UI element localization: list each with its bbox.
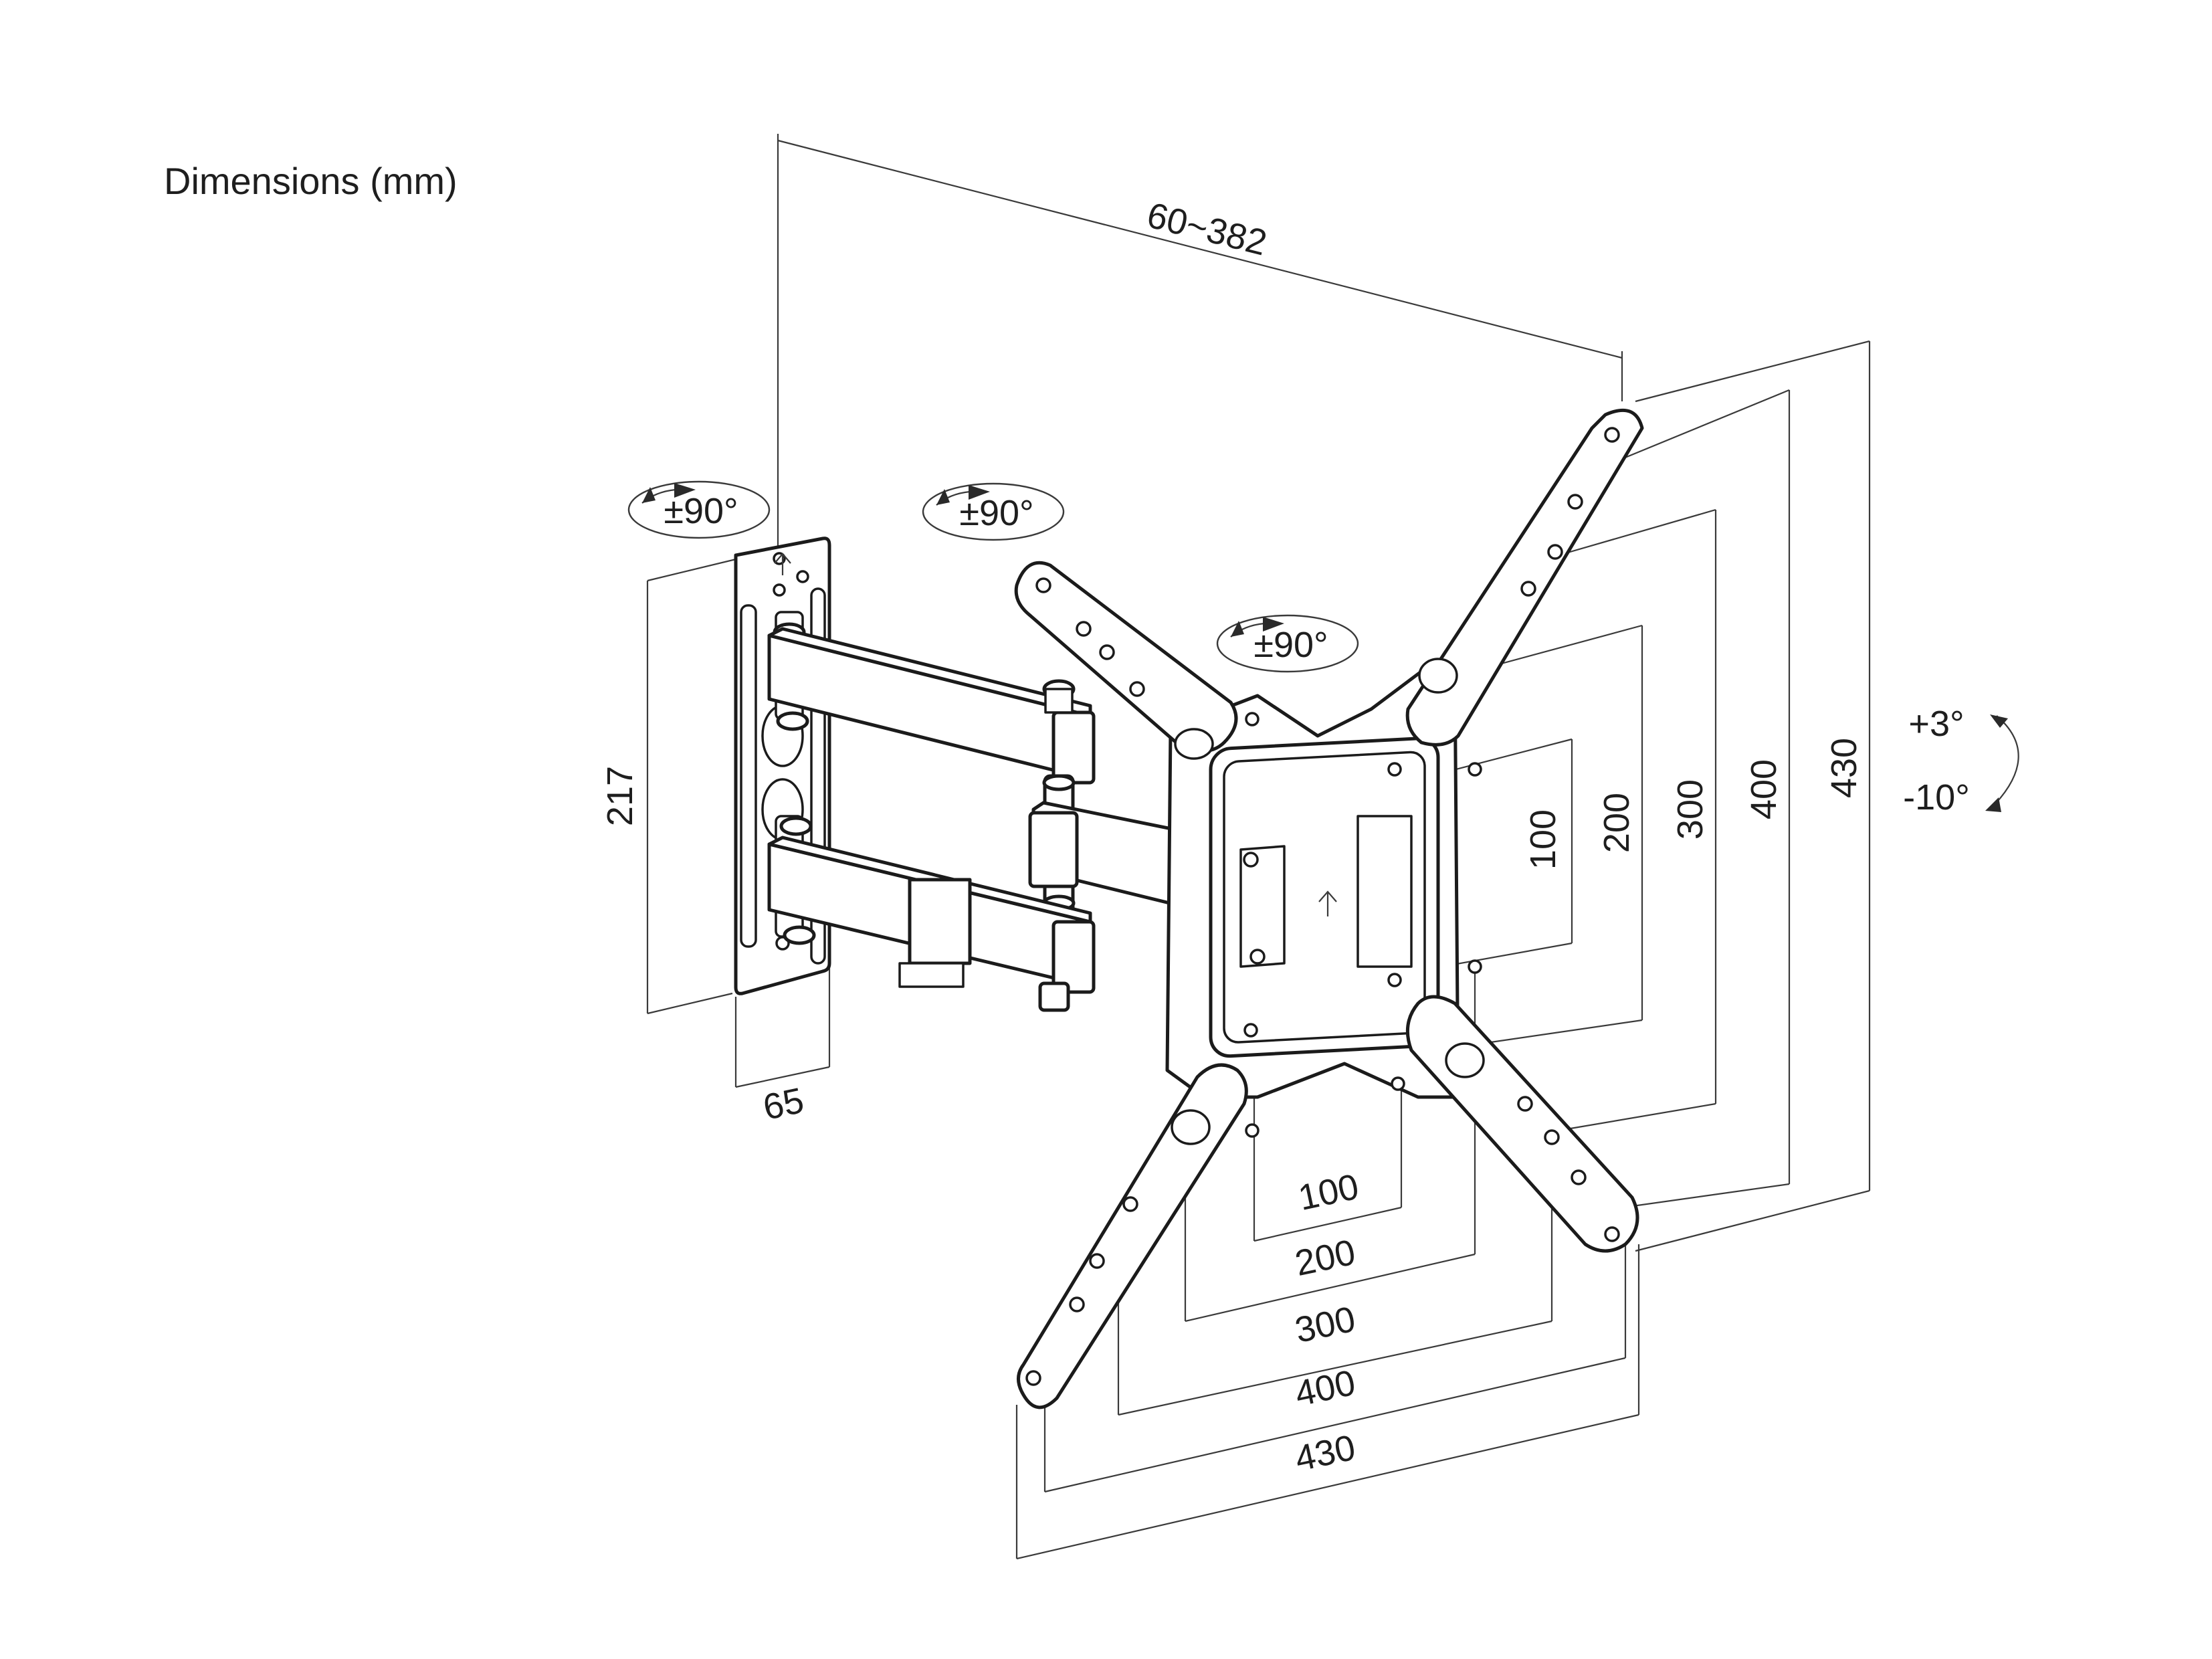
- plate-rotation-indicator: ±90°: [1216, 614, 1359, 673]
- up-arrow-icon: [774, 553, 791, 575]
- wall-plate-width-label: 65: [760, 1080, 807, 1128]
- vesa-vertical-430-label: 430: [1824, 738, 1864, 798]
- vesa-vertical-400-label: 400: [1744, 759, 1784, 819]
- svg-text:±90°: ±90°: [959, 493, 1033, 533]
- vesa-horizontal-400-label: 400: [1292, 1363, 1359, 1414]
- vesa-horizontal-430-label: 430: [1292, 1428, 1359, 1479]
- tilt-up-label: +3°: [1908, 704, 1964, 744]
- svg-text:±90°: ±90°: [1253, 625, 1328, 665]
- svg-text:±90°: ±90°: [664, 491, 738, 531]
- vesa-vertical-100-label: 100: [1523, 809, 1563, 870]
- vesa-vertical-200-label: 200: [1597, 793, 1637, 853]
- extension-label: 60~382: [1143, 195, 1271, 263]
- vesa-horizontal-300-label: 300: [1292, 1299, 1359, 1351]
- tilt-indicator: +3° -10°: [1903, 704, 2019, 817]
- vesa-vertical-300-label: 300: [1670, 779, 1710, 840]
- vesa-arms: [1014, 408, 1644, 1409]
- vesa-horizontal-100-label: 100: [1295, 1167, 1363, 1218]
- vesa-horizontal-200-label: 200: [1292, 1232, 1359, 1284]
- up-arrow-icon: [1318, 890, 1337, 916]
- wall-swivel-indicator: ±90°: [627, 480, 771, 539]
- wall-plate-height-label: 217: [600, 766, 640, 826]
- drawing-title: Dimensions (mm): [164, 160, 458, 202]
- curved-arrow-icon: [1989, 715, 2019, 810]
- vesa-plate: [1165, 667, 1482, 1138]
- tilt-down-label: -10°: [1903, 777, 1970, 817]
- arm-swivel-indicator: ±90°: [922, 482, 1065, 541]
